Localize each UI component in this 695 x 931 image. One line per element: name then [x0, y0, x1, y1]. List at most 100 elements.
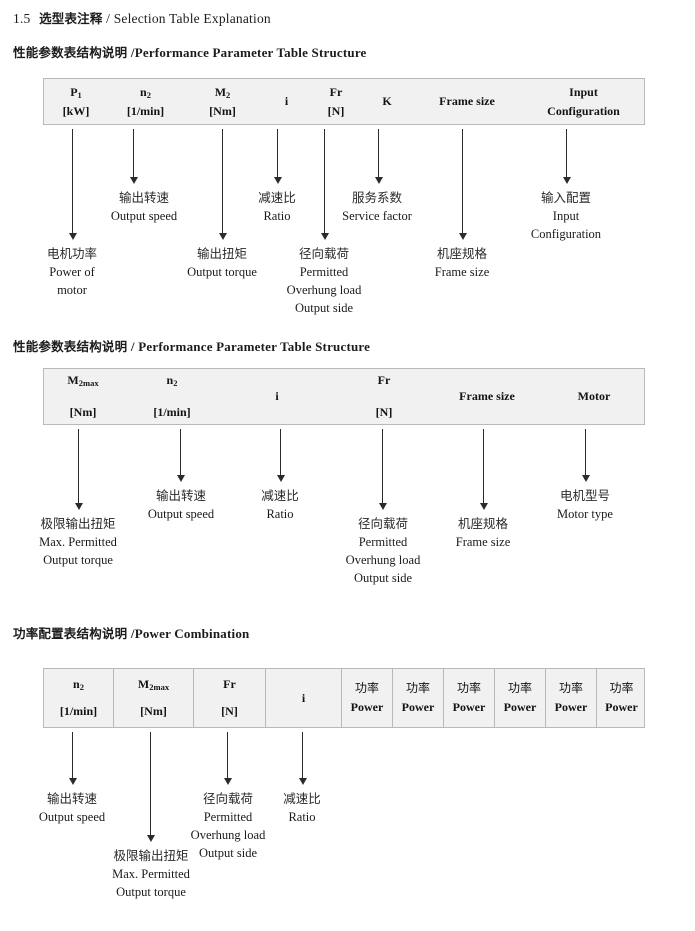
- annotation-table2-overhung-load: 径向载荷 Permitted Overhung load Output side: [346, 515, 421, 588]
- table2-col-i-symbol: i: [275, 389, 279, 404]
- page-title: 1.5 选型表注释 / Selection Table Explanation: [13, 8, 271, 27]
- annotation-table1-power-cn: 电机功率: [46, 246, 98, 261]
- table1-col-i: i: [262, 79, 311, 124]
- annotation-table2-motor-type-cn: 电机型号: [559, 488, 610, 503]
- table1-col-n2-unit: [1/min]: [126, 103, 165, 118]
- table2-col-fr: Fr [N]: [354, 369, 414, 424]
- annotation-table2-max-output-torque-en-1: Max. Permitted: [39, 535, 117, 550]
- table3-col-n2: n2 [1/min]: [44, 669, 113, 727]
- annotation-table2-frame-size-cn: 机座规格: [457, 516, 508, 531]
- table2-col-frame-size-label: Frame size: [459, 389, 515, 404]
- section-3-heading-separator: /: [130, 626, 135, 641]
- arrow-table3-overhung-load: [223, 732, 232, 785]
- annotation-table3-overhung-load-en-3: Output side: [199, 846, 257, 861]
- table3-col-fr-unit: [N]: [221, 704, 238, 718]
- arrow-table3-output-speed: [68, 732, 77, 785]
- annotation-table2-frame-size-en-1: Frame size: [455, 535, 511, 550]
- annotation-table3-max-output-torque: 极限输出扭矩 Max. Permitted Output torque: [112, 847, 190, 901]
- table1-col-p1: P1 [kW]: [44, 79, 108, 124]
- table2-col-i: i: [232, 369, 322, 424]
- arrow-table2-output-speed: [176, 429, 185, 482]
- table3-col-power-5-en: Power: [554, 700, 588, 714]
- annotation-table1-service-factor: 服务系数 Service factor: [342, 189, 412, 225]
- table3-col-m2max-symbol: M: [137, 677, 150, 692]
- table3-col-power-4-cn: 功率: [507, 681, 532, 696]
- table3-col-power-5-cn: 功率: [558, 681, 583, 696]
- power-combination-table-3: n2 [1/min] M2max [Nm] Fr [N] i 功率 Power …: [43, 668, 645, 728]
- table3-col-m2max: M2max [Nm]: [113, 669, 193, 727]
- table3-col-power-1-en: Power: [350, 700, 384, 714]
- table3-col-power-5: 功率 Power: [545, 669, 596, 727]
- annotation-table2-max-output-torque-en-2: Output torque: [43, 553, 113, 568]
- table3-col-n2-unit: [1/min]: [59, 704, 98, 718]
- table1-col-m2-unit: [Nm]: [209, 103, 236, 118]
- table1-col-m2-symbol: M: [214, 84, 227, 99]
- table1-col-k-symbol: K: [382, 94, 392, 109]
- annotation-table1-service-factor-en-1: Service factor: [342, 209, 412, 224]
- annotation-table1-input-configuration-cn: 输入配置: [540, 190, 592, 205]
- annotation-table2-output-speed-cn: 输出转速: [155, 488, 206, 503]
- annotation-table3-max-output-torque-cn: 极限输出扭矩: [113, 848, 189, 863]
- annotation-table3-overhung-load-cn: 径向载荷: [202, 791, 254, 806]
- section-3-heading-en: Power Combination: [134, 626, 250, 641]
- arrow-table3-ratio: [298, 732, 307, 785]
- performance-parameter-table-1: P1 [kW] n2 [1/min] M2 [Nm] i Fr [N] K Fr…: [43, 78, 645, 125]
- annotation-table1-frame-size: 机座规格 Frame size: [435, 245, 490, 281]
- annotation-table1-output-speed-cn: 输出转速: [118, 190, 169, 205]
- arrow-table2-motor-type: [581, 429, 590, 482]
- annotation-table1-output-torque: 输出扭矩 Output torque: [187, 245, 257, 281]
- arrow-table1-service-factor: [374, 129, 383, 184]
- table1-col-n2-subscript: 2: [146, 89, 151, 100]
- table3-col-power-3-cn: 功率: [456, 681, 481, 696]
- performance-parameter-table-2: M2max [Nm] n2 [1/min] i Fr [N] Frame siz…: [43, 368, 645, 425]
- annotation-table1-service-factor-cn: 服务系数: [351, 190, 403, 205]
- table3-col-fr: Fr [N]: [193, 669, 265, 727]
- table3-col-power-6: 功率 Power: [596, 669, 646, 727]
- page-title-number: 1.5: [13, 11, 31, 26]
- annotation-table1-output-speed: 输出转速 Output speed: [111, 189, 177, 225]
- annotation-table1-ratio-en-1: Ratio: [263, 209, 291, 224]
- table2-col-n2-unit: [1/min]: [153, 405, 191, 419]
- annotation-table2-overhung-load-en-2: Overhung load: [345, 553, 421, 568]
- table1-col-n2: n2 [1/min]: [108, 79, 183, 124]
- annotation-table1-output-torque-cn: 输出扭矩: [196, 246, 248, 261]
- annotation-table1-input-configuration-en-1: Input: [552, 209, 580, 224]
- table3-col-power-6-en: Power: [605, 700, 638, 714]
- arrow-table1-input-configuration: [562, 129, 571, 184]
- table1-col-input-configuration-line1: Input: [569, 84, 598, 99]
- table1-col-p1-subscript: 1: [77, 89, 82, 100]
- table2-col-n2-symbol: n: [166, 373, 174, 388]
- annotation-table2-motor-type: 电机型号 Motor type: [557, 487, 613, 523]
- table2-col-m2max-unit: [Nm]: [69, 405, 97, 419]
- annotation-table2-ratio-en-1: Ratio: [266, 507, 294, 522]
- annotation-table1-overhung-load-en-1: Permitted: [299, 265, 349, 280]
- table2-col-frame-size: Frame size: [432, 369, 542, 424]
- table1-col-i-symbol: i: [284, 94, 289, 109]
- arrow-table1-power: [68, 129, 77, 240]
- table1-col-input-configuration-line2: Configuration: [547, 103, 620, 118]
- annotation-table1-overhung-load-cn: 径向载荷: [298, 246, 350, 261]
- annotation-table2-max-output-torque-cn: 极限输出扭矩: [40, 516, 116, 531]
- page-title-en: Selection Table Explanation: [113, 11, 271, 26]
- table1-col-input-configuration: Input Configuration: [521, 79, 646, 124]
- annotation-table3-ratio: 减速比 Ratio: [283, 790, 321, 826]
- annotation-table1-power-en-1: Power of: [49, 265, 95, 280]
- section-3-heading-cn: 功率配置表结构说明: [13, 626, 128, 641]
- table3-col-power-4-en: Power: [503, 700, 537, 714]
- annotation-table3-output-speed: 输出转速 Output speed: [39, 790, 105, 826]
- annotation-table3-ratio-cn: 减速比: [283, 791, 321, 806]
- section-1-heading-en: Performance Parameter Table Structure: [134, 45, 367, 60]
- annotation-table1-overhung-load-en-2: Overhung load: [286, 283, 362, 298]
- section-1-heading-cn: 性能参数表结构说明: [13, 45, 128, 60]
- annotation-table1-output-speed-en-1: Output speed: [110, 209, 178, 224]
- annotation-table3-overhung-load-en-1: Permitted: [203, 810, 253, 825]
- annotation-table1-overhung-load: 径向载荷 Permitted Overhung load Output side: [287, 245, 362, 318]
- table2-col-n2: n2 [1/min]: [122, 369, 222, 424]
- page-title-separator: /: [106, 11, 111, 26]
- annotation-table2-frame-size: 机座规格 Frame size: [456, 515, 511, 551]
- arrow-table1-output-speed: [129, 129, 138, 184]
- table3-col-power-1: 功率 Power: [341, 669, 392, 727]
- arrow-table1-frame-size: [458, 129, 467, 240]
- table3-col-power-2-cn: 功率: [405, 681, 430, 696]
- annotation-table1-output-torque-en-1: Output torque: [187, 265, 257, 280]
